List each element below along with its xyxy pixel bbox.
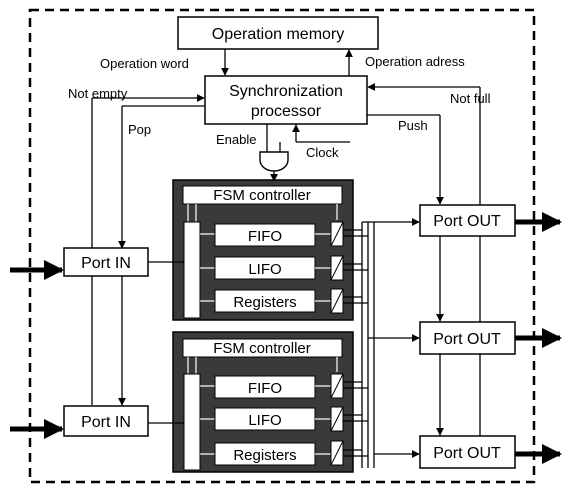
port-in-1: Port IN <box>63 247 149 277</box>
enable-label: Enable <box>216 132 256 147</box>
system-boundary <box>28 8 536 484</box>
port-in-label: Port IN <box>81 255 131 272</box>
registers-label: Registers <box>233 447 296 464</box>
clock-label: Clock <box>306 145 339 160</box>
fsm-controller-label: FSM controller <box>213 187 311 204</box>
port-in-label: Port IN <box>81 414 131 431</box>
port-out-3: Port OUT <box>419 435 516 469</box>
operation-memory: Operation memory <box>177 16 379 50</box>
storage-block-1: FSM controller FIFO LIFO Registers <box>172 179 354 321</box>
not-empty-label: Not empty <box>68 86 128 101</box>
sync-processor-line1: Synchronization <box>229 83 343 100</box>
operation-memory-label: Operation memory <box>212 26 345 43</box>
storage-block-2: FSM controller FIFO LIFO Registers <box>172 331 354 473</box>
port-in-2: Port IN <box>63 405 149 437</box>
lifo-label: LIFO <box>248 261 281 278</box>
pop-label: Pop <box>128 122 151 137</box>
fsm-controller-label: FSM controller <box>213 340 311 357</box>
port-out-label: Port OUT <box>433 445 501 462</box>
sync-processor-line2: processor <box>251 103 322 120</box>
lifo-label: LIFO <box>248 412 281 429</box>
not-full-label: Not full <box>450 91 491 106</box>
push-label: Push <box>398 118 428 133</box>
fifo-label: FIFO <box>248 380 282 397</box>
fifo-label: FIFO <box>248 228 282 245</box>
operation-word-label: Operation word <box>100 56 189 71</box>
synchronization-processor: Synchronization processor <box>204 75 368 125</box>
port-out-label: Port OUT <box>433 331 501 348</box>
port-out-label: Port OUT <box>433 213 501 230</box>
port-out-1: Port OUT <box>419 204 516 237</box>
demultiplexer-icon <box>183 221 201 319</box>
registers-label: Registers <box>233 294 296 311</box>
and-gate-icon <box>259 151 289 172</box>
port-out-2: Port OUT <box>419 321 516 355</box>
operation-address-label: Operation adress <box>365 54 465 69</box>
demultiplexer-icon <box>183 373 201 471</box>
output-bus <box>343 218 420 468</box>
